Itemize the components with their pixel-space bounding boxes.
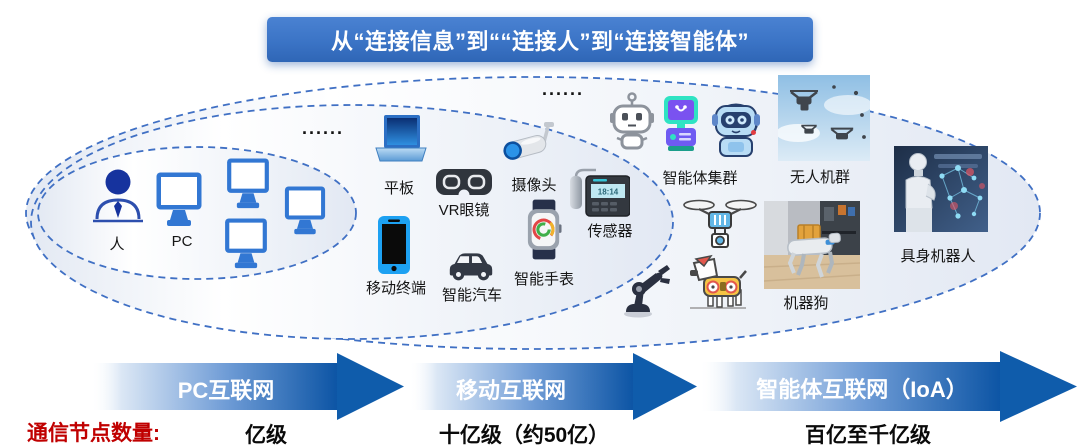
drone-swarm-label: 无人机群 (789, 169, 851, 186)
arrow-mobile-internet (410, 353, 697, 420)
nodes-count-mobile: 十亿级（约50亿） (438, 424, 610, 445)
nodes-count-pc: 亿级 (245, 424, 287, 445)
pc-monitor-icon (225, 218, 267, 269)
cartoon-robot-dog-icon (690, 254, 747, 309)
robot-blue-icon (712, 103, 760, 157)
ellipsis-right: ...... (542, 79, 585, 99)
arrow-mobile-internet-label: 移动互联网 (455, 378, 567, 403)
title-text: 从“连接信息”到““连接人”到“连接智能体” (330, 28, 749, 54)
mobile-phone-icon (378, 216, 410, 274)
robot-dog-photo (764, 201, 860, 289)
mobile-phone-label: 移动终端 (365, 280, 427, 297)
smart-car-label: 智能汽车 (441, 287, 503, 304)
cartoon-drone-icon (683, 199, 757, 248)
ellipsis-left: ...... (302, 118, 345, 138)
sensor-display: 18:14 (598, 188, 619, 197)
smart-car-icon (449, 253, 493, 281)
pc-monitor-icon (156, 172, 202, 226)
robot-grey-icon (610, 92, 654, 150)
person-icon (93, 169, 143, 223)
smart-watch-icon (527, 199, 562, 260)
nodes-count-agent: 百亿至千亿级 (805, 424, 931, 445)
timeline-arrows (92, 351, 1077, 422)
vr-glasses-label: VR眼镜 (438, 202, 490, 219)
smart-watch-label: 智能手表 (513, 271, 575, 288)
pc-label: PC (171, 233, 193, 250)
camera-icon (503, 122, 554, 160)
sensor-icon: 18:14 (570, 168, 630, 217)
humanoid-robot-label: 具身机器人 (900, 248, 976, 265)
robot-arm-icon (624, 265, 670, 318)
agent-cluster-label: 智能体集群 (662, 170, 738, 187)
pc-monitor-icon (227, 158, 269, 209)
robot-dog-label: 机器狗 (783, 295, 829, 312)
arrow-agent-internet (700, 351, 1077, 422)
robot-terminal-icon (664, 96, 698, 151)
arrow-pc-internet (92, 353, 404, 420)
sensor-label: 传感器 (587, 223, 633, 240)
pc-monitor-icon (284, 186, 326, 235)
vr-glasses-icon (436, 169, 492, 200)
arrow-agent-internet-label: 智能体互联网（IoA） (756, 377, 968, 402)
tablet-icon (375, 115, 427, 162)
drone-swarm-photo (778, 75, 870, 161)
humanoid-robot-photo (894, 146, 988, 232)
comm-nodes-caption: 通信节点数量: (27, 422, 160, 445)
camera-label: 摄像头 (511, 177, 557, 194)
title-banner: 从“连接信息”到““连接人”到“连接智能体” (267, 17, 813, 62)
arrow-pc-internet-label: PC互联网 (177, 378, 275, 403)
tablet-label: 平板 (383, 180, 415, 197)
person-label: 人 (109, 236, 125, 253)
